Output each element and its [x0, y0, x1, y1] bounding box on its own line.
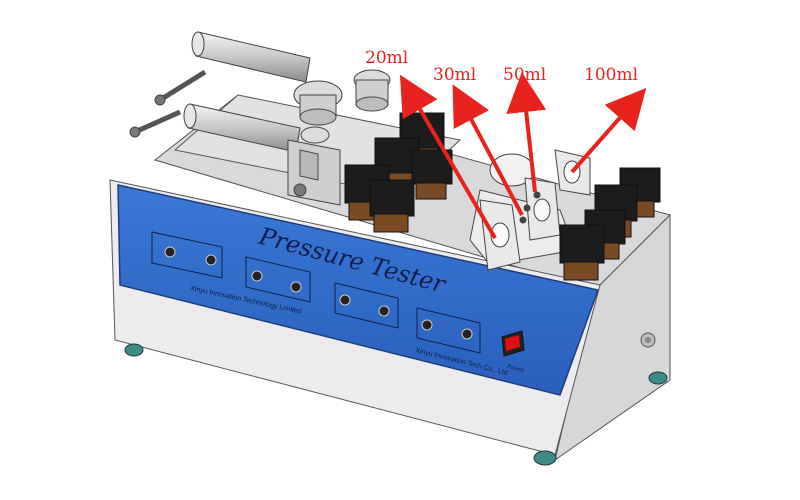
- arrow-50ml: [506, 72, 547, 193]
- foot-left: [124, 343, 144, 357]
- handle-upper[interactable]: [158, 69, 207, 103]
- specimen-fixture: [469, 149, 591, 271]
- label-20ml: 20ml: [365, 48, 408, 68]
- arrow-100ml: [570, 88, 647, 174]
- foot-front: [533, 450, 557, 466]
- feet: [124, 343, 668, 466]
- toggle-switch-4a[interactable]: [421, 319, 433, 331]
- toggle-switch-1b[interactable]: [205, 254, 217, 266]
- foot-right: [648, 371, 668, 385]
- toggle-switch-2b[interactable]: [290, 281, 302, 293]
- pressure-gauge-3: [300, 126, 330, 144]
- hand-pump-assembly: [129, 31, 391, 206]
- power-switch[interactable]: Power: [501, 330, 525, 374]
- solenoid-valve: [369, 179, 415, 233]
- label-30ml: 30ml: [433, 65, 476, 85]
- toggle-switch-4b[interactable]: [461, 328, 473, 340]
- annotation-arrows: [399, 72, 647, 240]
- solenoid-bank-left: [344, 112, 453, 233]
- solenoid-valve: [559, 224, 605, 281]
- solenoid-bank-right: [559, 167, 661, 281]
- label-100ml: 100ml: [584, 65, 638, 85]
- label-50ml: 50ml: [503, 65, 546, 85]
- control-panel-face: [117, 184, 599, 396]
- handle-lower[interactable]: [133, 109, 182, 135]
- valve-switch-group-3: [334, 282, 399, 329]
- valve-switch-group-4: [416, 307, 481, 354]
- toggle-switch-3b[interactable]: [378, 305, 390, 317]
- arrow-30ml: [452, 84, 524, 216]
- arrow-20ml: [399, 74, 497, 240]
- toggle-switch-2a[interactable]: [251, 270, 263, 282]
- toggle-switch-1a[interactable]: [164, 246, 176, 258]
- side-port: [640, 332, 656, 348]
- upper-cylinder: [195, 31, 311, 83]
- valve-switch-group-1: [151, 231, 223, 279]
- annotation-labels: 20ml 30ml 50ml 100ml: [365, 48, 638, 85]
- valve-switch-group-2: [245, 256, 311, 303]
- toggle-switch-3a[interactable]: [339, 294, 351, 306]
- power-switch-label: Power: [507, 364, 525, 374]
